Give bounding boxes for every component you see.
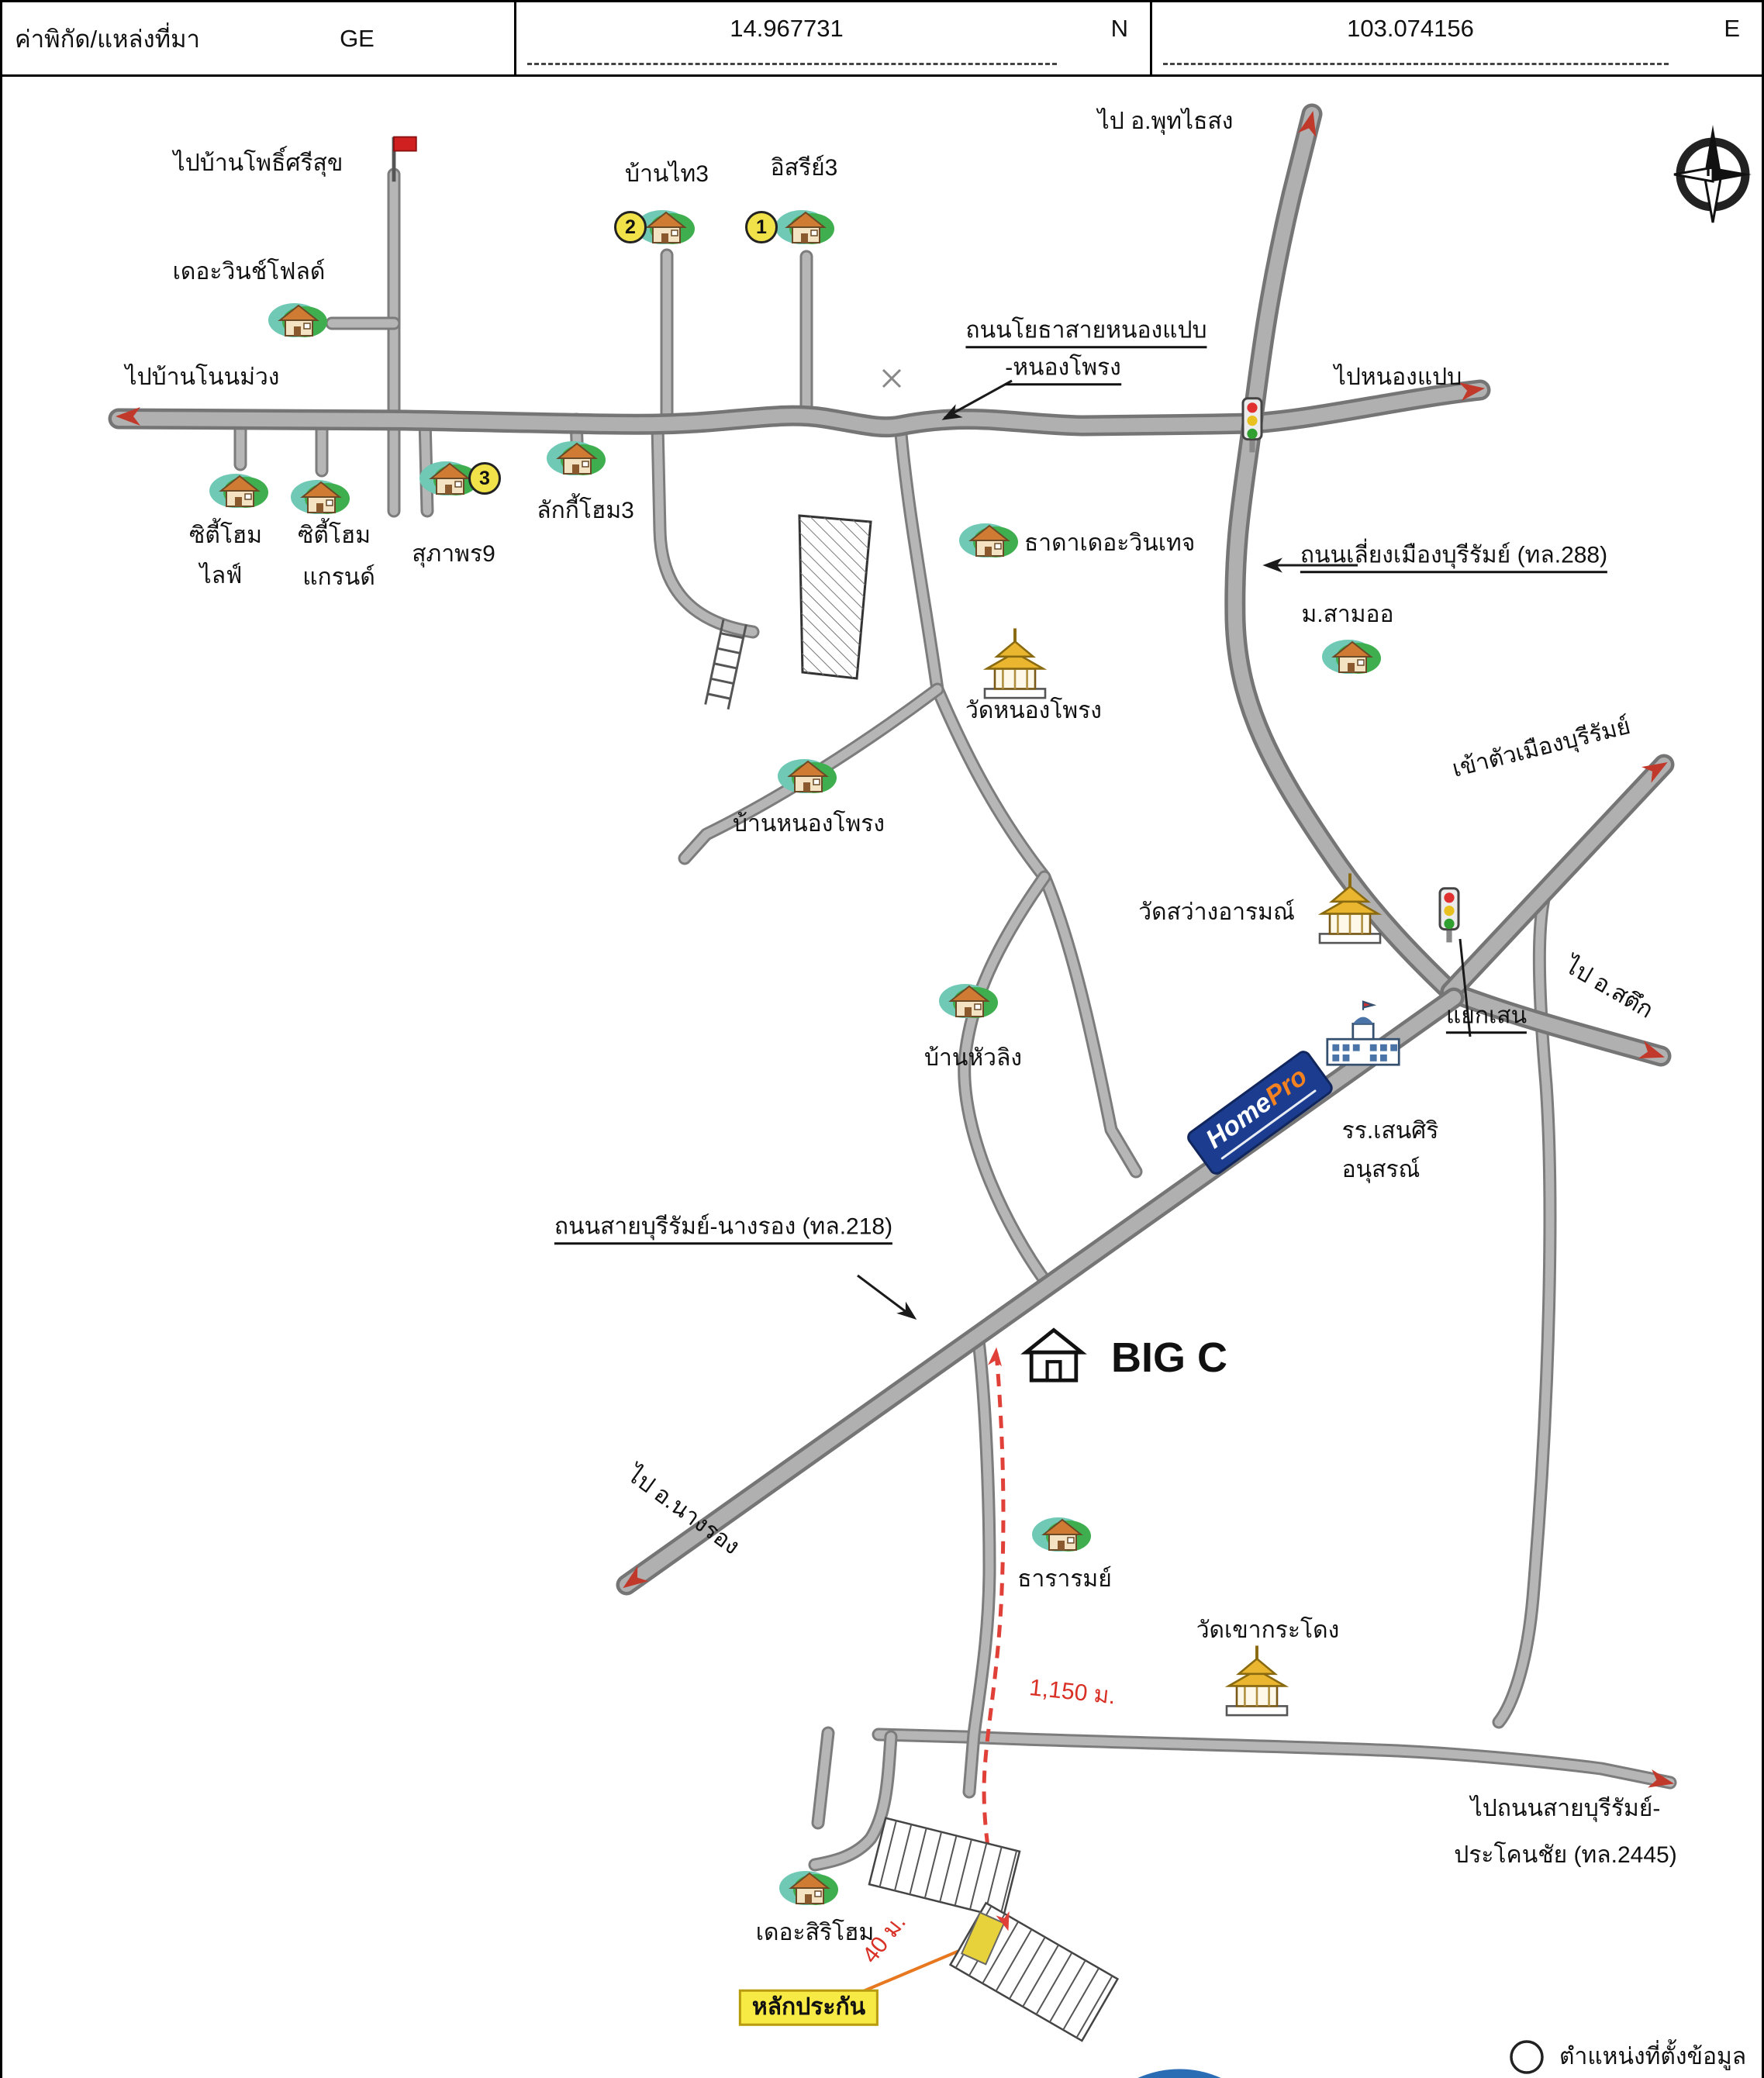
map-label: เดอะวินช์โฟลด์ <box>172 258 326 285</box>
map-label: หลักประกัน <box>738 1989 879 2026</box>
map-label: บ้านหัวลิง <box>923 1044 1023 1071</box>
map-label: ไปบ้านโนนม่วง <box>125 364 280 390</box>
map-label: วัดเขากระโดง <box>1196 1617 1340 1643</box>
header-lat-cell: 14.967731 N <box>514 2 1150 74</box>
map-label: เดอะสิริโฮม <box>755 1919 875 1945</box>
highlighted-lot <box>960 1911 1006 1966</box>
crossing-mark <box>882 368 902 388</box>
road-network-major <box>119 114 1664 1585</box>
house-icon <box>958 523 1019 558</box>
map-label: สุภาพร9 <box>412 540 495 567</box>
temple-icon <box>983 627 1047 700</box>
circled-number-icon: 1 <box>745 211 778 243</box>
map-label: ลักกี้โฮม3 <box>537 497 634 523</box>
map-label: ถนนสายบุรีรัมย์-นางรอง (ทล.218) <box>554 1213 893 1244</box>
legend-circle-icon <box>1510 2040 1544 2074</box>
temple-icon <box>1225 1644 1289 1717</box>
map-label: ถนนโยธาสายหนองแปบ <box>965 317 1207 348</box>
map-label: ตำแหน่งที่ตั้งข้อมูล <box>1559 2043 1747 2069</box>
map-label: ซิตี้โฮม <box>297 522 371 548</box>
traffic-icon <box>1438 887 1460 944</box>
map-label: แยกเสน <box>1445 1003 1528 1034</box>
route-dashed <box>982 1352 1010 1928</box>
map-label: ไปหนองแปบ <box>1334 364 1462 390</box>
house-icon <box>778 1870 839 1906</box>
bigc-house-icon <box>1026 1330 1082 1380</box>
map-label: วัดสว่างอารมณ์ <box>1138 899 1295 925</box>
steps-symbol <box>704 619 747 710</box>
house-icon <box>775 209 835 245</box>
source-value: GE <box>340 24 375 52</box>
coordinate-header: ค่าพิกัด/แหล่งที่มา GE 14.967731 N 103.0… <box>0 0 1764 74</box>
house-icon <box>546 440 606 476</box>
longitude-unit: E <box>1724 15 1740 42</box>
map-label: ไปบ้านโพธิ์ศรีสุข <box>173 150 343 176</box>
house-icon <box>1321 639 1382 675</box>
map-label: บ้านหนองโพรง <box>733 810 885 837</box>
map-label: ซิตี้โฮม <box>188 522 263 548</box>
circled-number-icon: 3 <box>468 462 501 495</box>
map-label: ธารารมย์ <box>1017 1565 1112 1592</box>
source-label: ค่าพิกัด/แหล่งที่มา <box>15 25 200 53</box>
house-icon <box>1031 1517 1092 1552</box>
latitude-value: 14.967731 <box>730 15 844 42</box>
map-label: N <box>1705 157 1721 181</box>
map-label: อนุสรณ์ <box>1341 1156 1421 1182</box>
map-label: ถนนเลี่ยงเมืองบุรีรัมย์ (ทล.288) <box>1300 542 1608 573</box>
label-pointer-lines <box>857 379 1472 1319</box>
direction-arrow-icon <box>896 1301 922 1326</box>
map-label: BIG C <box>1111 1334 1228 1381</box>
map-label: บ้านไท3 <box>625 161 709 187</box>
circled-number-icon: 2 <box>614 211 647 243</box>
map-label: -หนองโพรง <box>1005 354 1121 385</box>
map-graphics <box>2 77 1762 2078</box>
map-label: รร.เสนศิริ <box>1341 1117 1439 1144</box>
header-lng-cell: 103.074156 E <box>1150 2 1762 74</box>
house-icon <box>268 302 328 338</box>
hatched-block <box>798 514 872 680</box>
map-label: แกรนด์ <box>302 564 375 590</box>
map-label: ธาดาเดอะวินเทจ <box>1024 530 1196 556</box>
map-label: วัดหนองโพรง <box>965 697 1102 723</box>
map-label: ม.สามออ <box>1301 601 1394 627</box>
map-label: ไปถนนสายบุรีรัมย์- <box>1470 1795 1661 1821</box>
map-label: ไป อ.พุทไธสง <box>1097 108 1234 134</box>
map-label: อิสรีย์3 <box>770 154 838 181</box>
house-icon <box>290 479 350 515</box>
house-icon <box>209 473 269 509</box>
house-icon <box>938 983 999 1019</box>
longitude-value: 103.074156 <box>1347 15 1474 42</box>
subdivision-grid <box>868 1817 1120 2042</box>
map-label: ประโคนชัย (ทล.2445) <box>1454 1842 1677 1868</box>
dashed-line <box>527 63 1057 65</box>
latitude-unit: N <box>1110 15 1128 42</box>
map-label: ไลฟ์ <box>199 562 243 589</box>
dashed-line <box>1163 63 1669 65</box>
header-source-cell: ค่าพิกัด/แหล่งที่มา GE <box>2 2 514 74</box>
